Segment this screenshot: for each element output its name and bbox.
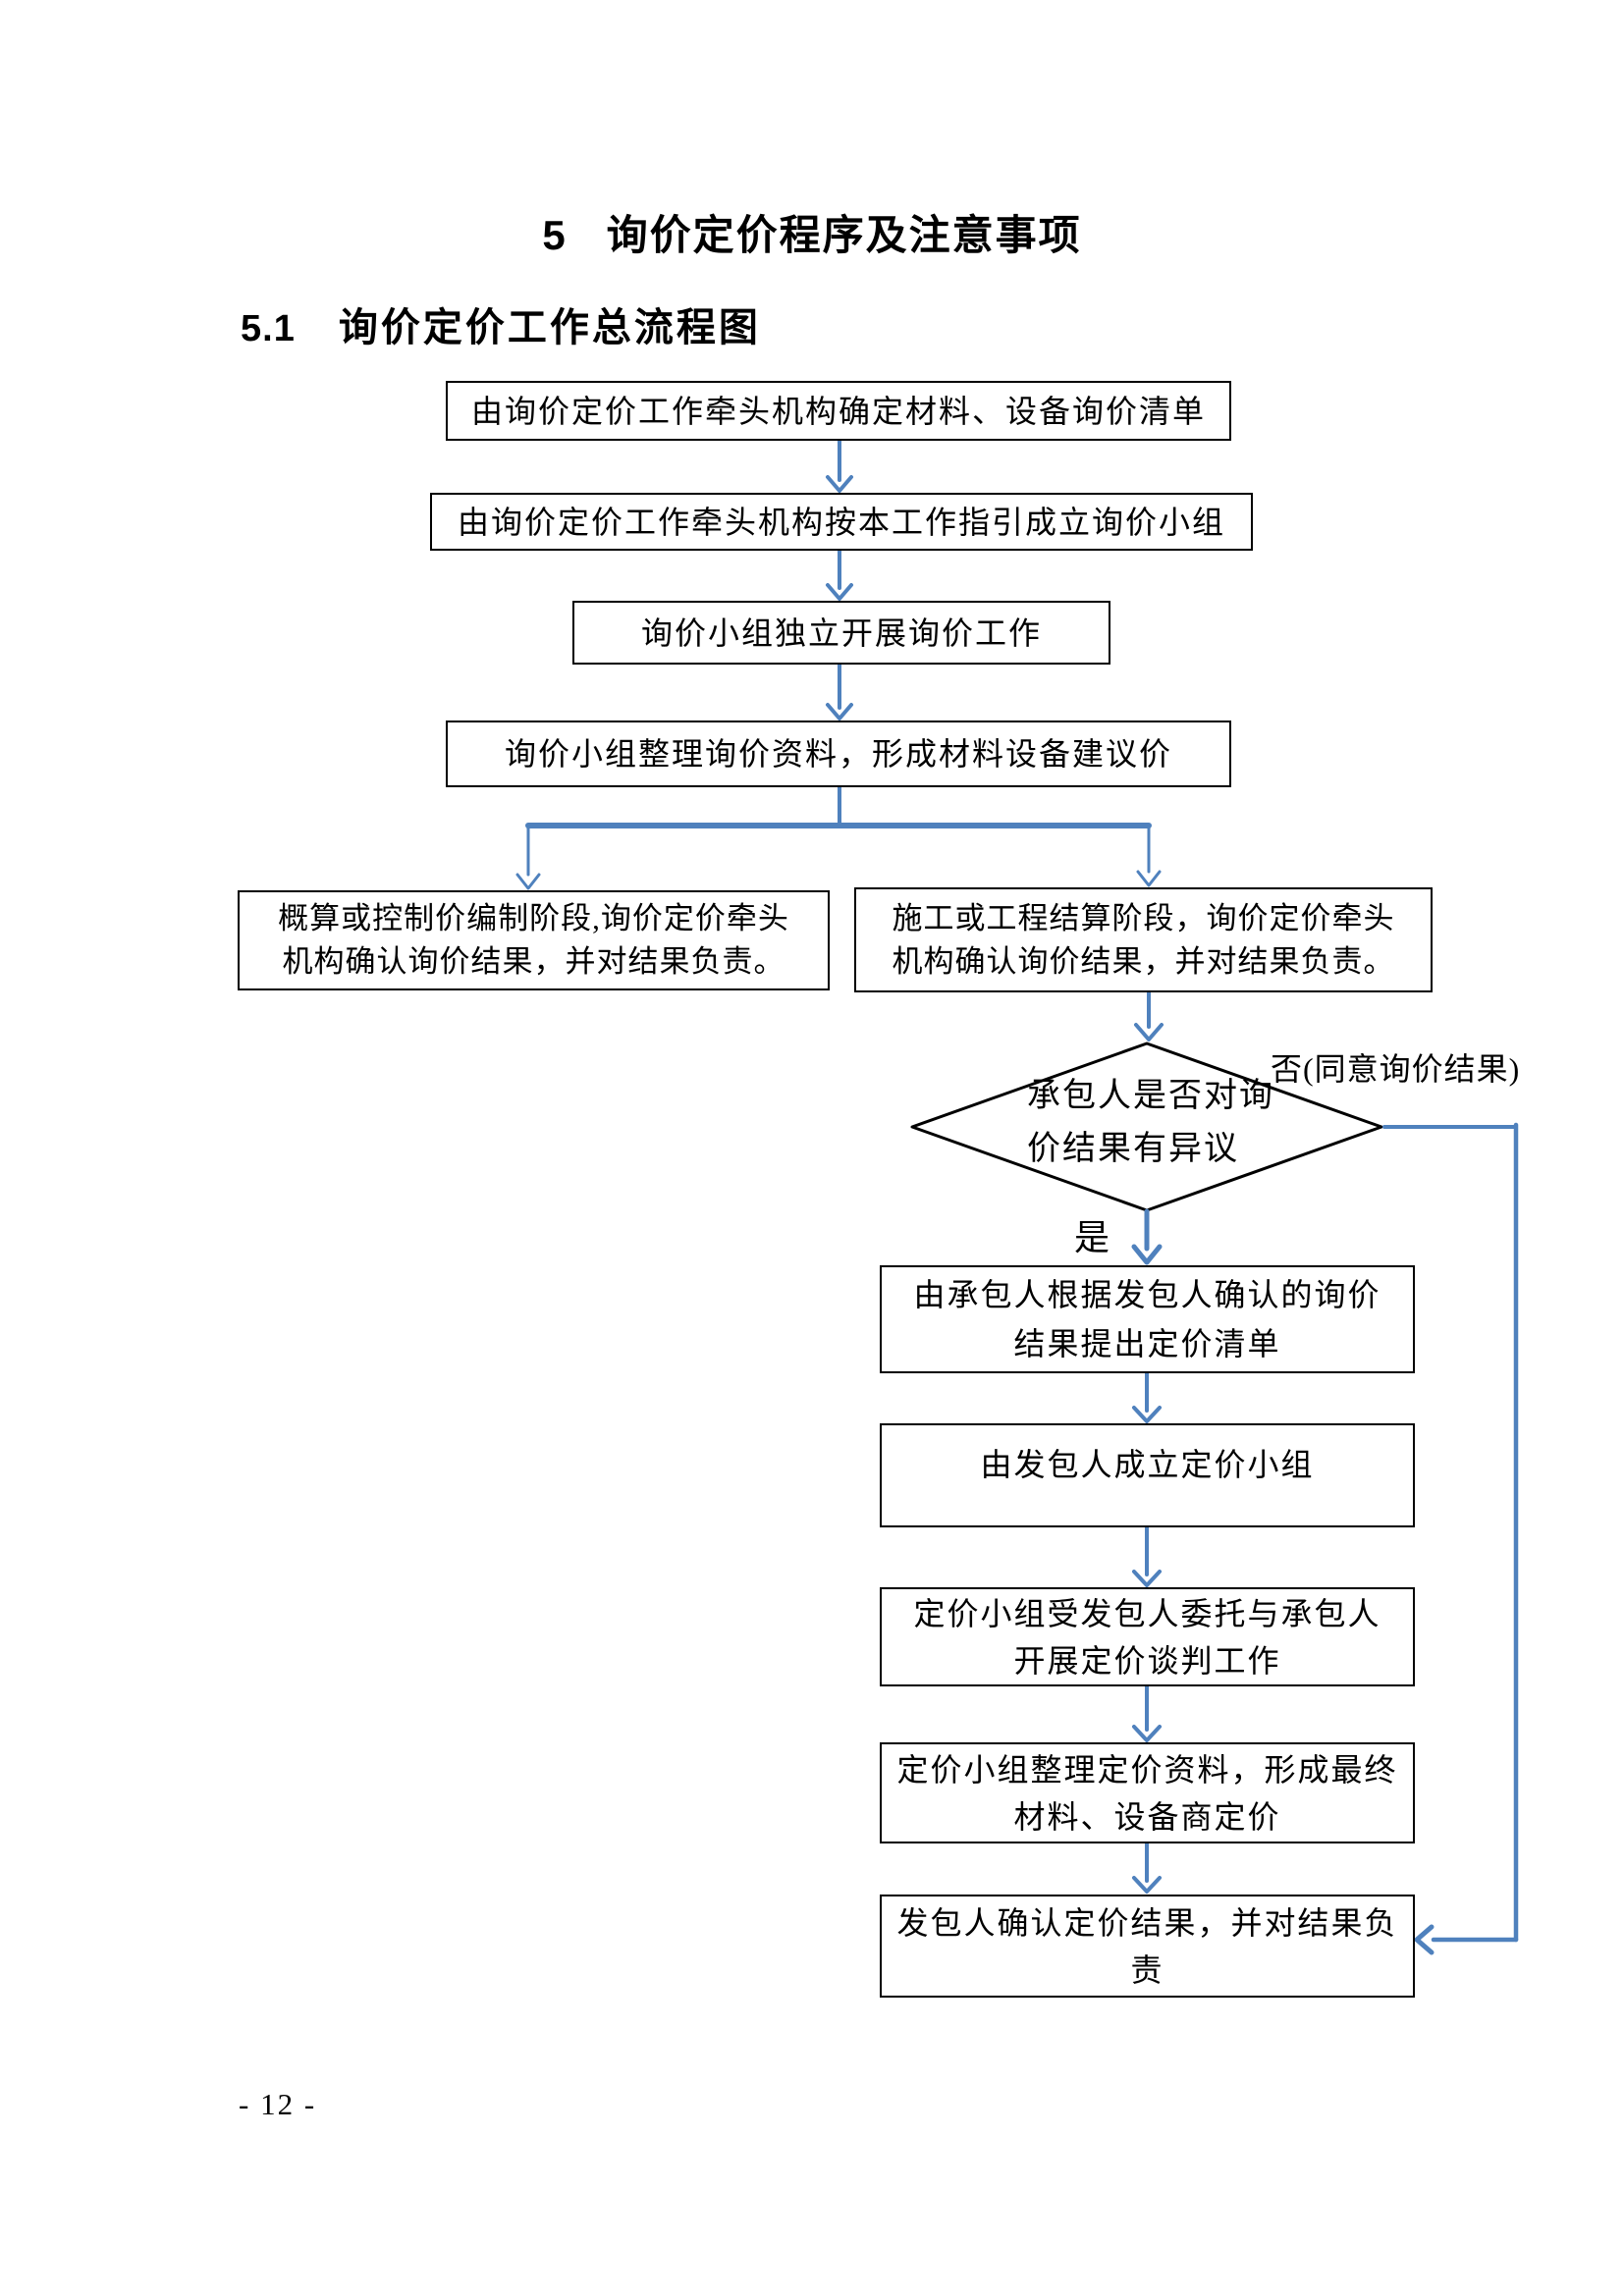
flow-box-pricing-list: 由承包人根据发包人确认的询价 结果提出定价清单 bbox=[880, 1265, 1415, 1373]
flow-box-estimate-stage: 概算或控制价编制阶段,询价定价牵头 机构确认询价结果，并对结果负责。 bbox=[238, 890, 830, 990]
flow-box-independent-inquiry: 询价小组独立开展询价工作 bbox=[572, 601, 1110, 665]
arrow-negotiation-compile bbox=[1132, 1684, 1162, 1742]
flow-box-establish-pricing-team: 由发包人成立定价小组 bbox=[880, 1423, 1415, 1527]
flow-box-establish-inquiry-team: 由询价定价工作牵头机构按本工作指引成立询价小组 bbox=[430, 493, 1253, 551]
arrow-compile-confirm bbox=[1132, 1842, 1162, 1894]
page-title: 5 询价定价程序及注意事项 bbox=[0, 202, 1624, 262]
arrow-decision-yes bbox=[1131, 1208, 1163, 1265]
section-heading: 5.1 询价定价工作总流程图 bbox=[241, 295, 761, 352]
flow-box-compile-pricing-data: 定价小组整理定价资料，形成最终 材料、设备商定价 bbox=[880, 1742, 1415, 1843]
no-branch-feedback-line bbox=[1382, 1122, 1519, 1955]
branch-label-no: 否(同意询价结果) bbox=[1271, 1051, 1521, 1087]
chapter-number: 5 bbox=[542, 212, 568, 258]
flow-box-construction-stage: 施工或工程结算阶段，询价定价牵头 机构确认询价结果，并对结果负责。 bbox=[854, 887, 1433, 992]
arrow-step3-step4 bbox=[826, 663, 853, 721]
decision-diamond-text: 承包人是否对询 价结果有异议 bbox=[1027, 1078, 1274, 1167]
arrow-pricinglist-team bbox=[1132, 1371, 1162, 1423]
flow-box-confirm-inquiry-list: 由询价定价工作牵头机构确定材料、设备询价清单 bbox=[446, 381, 1231, 441]
arrow-construction-decision bbox=[1134, 990, 1164, 1041]
branch-label-yes: 是 bbox=[1074, 1218, 1110, 1257]
flow-box-pricing-negotiation: 定价小组受发包人委托与承包人 开展定价谈判工作 bbox=[880, 1587, 1415, 1686]
chapter-title-text: 询价定价程序及注意事项 bbox=[606, 212, 1082, 258]
arrow-team-negotiation bbox=[1132, 1525, 1162, 1587]
page-number: - 12 - bbox=[239, 2087, 317, 2121]
flow-box-compile-inquiry-data: 询价小组整理询价资料，形成材料设备建议价 bbox=[446, 721, 1231, 787]
arrow-step2-step3 bbox=[826, 549, 853, 601]
section-number: 5.1 bbox=[241, 308, 296, 349]
section-title-text: 询价定价工作总流程图 bbox=[338, 305, 761, 349]
arrow-step1-step2 bbox=[826, 439, 853, 493]
split-connector bbox=[515, 784, 1162, 890]
flow-box-confirm-pricing-result: 发包人确认定价结果，并对结果负 责 bbox=[880, 1895, 1415, 1998]
